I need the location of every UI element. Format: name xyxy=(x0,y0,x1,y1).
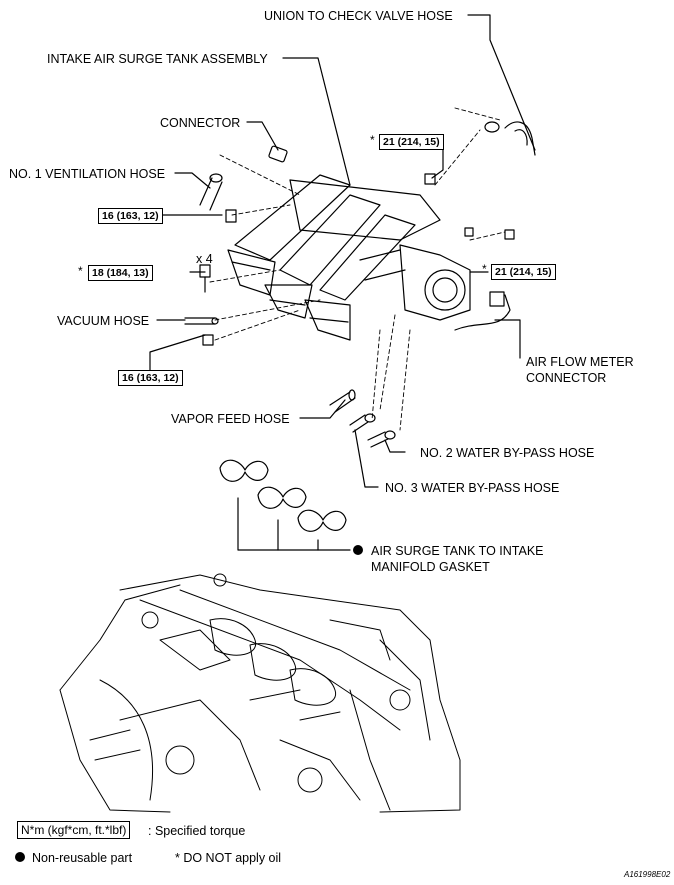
torque-spec-box: 16 (163, 12) xyxy=(118,370,183,386)
gasket-label-line2: MANIFOLD GASKET xyxy=(371,560,490,574)
torque-spec-box: 21 (214, 15) xyxy=(379,134,444,150)
legend-torque-desc: : Specified torque xyxy=(148,824,246,838)
nonreusable-dots xyxy=(15,545,363,862)
water-bypass-hoses xyxy=(349,413,396,448)
afm-label-line1: AIR FLOW METER xyxy=(526,355,634,369)
gaskets xyxy=(219,459,347,532)
gasket-label-line1: AIR SURGE TANK TO INTAKE xyxy=(371,544,544,558)
union-check-valve-hose xyxy=(484,121,536,156)
torque-spec-box: 21 (214, 15) xyxy=(491,264,556,280)
legend-no-oil: * DO NOT apply oil xyxy=(175,851,282,865)
vacuum-hose-label: VACUUM HOSE xyxy=(57,314,150,328)
quantity-label: x 4 xyxy=(196,252,213,266)
ventilation-hose xyxy=(199,173,223,211)
no-oil-star: * xyxy=(370,133,375,147)
torque-spec-box: 16 (163, 12) xyxy=(98,208,163,224)
no-oil-star: * xyxy=(482,262,487,276)
connector-part xyxy=(268,145,288,163)
surge-tank-body xyxy=(227,174,471,341)
legend-torque-unit: N*m (kgf*cm, ft.*lbf) xyxy=(17,821,131,839)
legend-nonreusable: Non-reusable part xyxy=(32,851,133,865)
no-oil-star: * xyxy=(78,264,83,278)
leader-lines xyxy=(149,14,536,551)
vapor-feed-hose xyxy=(329,389,356,413)
water2-label: NO. 2 WATER BY-PASS HOSE xyxy=(420,446,595,460)
connector-label: CONNECTOR xyxy=(160,116,241,130)
afm-label-line2: CONNECTOR xyxy=(526,371,607,385)
water3-label: NO. 3 WATER BY-PASS HOSE xyxy=(385,481,560,495)
engine-block xyxy=(59,573,461,813)
vapor-hose-label: VAPOR FEED HOSE xyxy=(171,412,290,426)
vent-hose-label: NO. 1 VENTILATION HOSE xyxy=(9,167,166,181)
union-hose-label: UNION TO CHECK VALVE HOSE xyxy=(264,9,453,23)
vacuum-hose xyxy=(184,317,219,325)
afm-wire xyxy=(454,291,511,331)
surge-tank-label: INTAKE AIR SURGE TANK ASSEMBLY xyxy=(47,52,268,66)
torque-spec-box: 18 (184, 13) xyxy=(88,265,153,281)
bolts xyxy=(199,173,515,346)
figure-id: A161998E02 xyxy=(624,870,671,879)
assembly-dashed-lines xyxy=(209,107,506,431)
